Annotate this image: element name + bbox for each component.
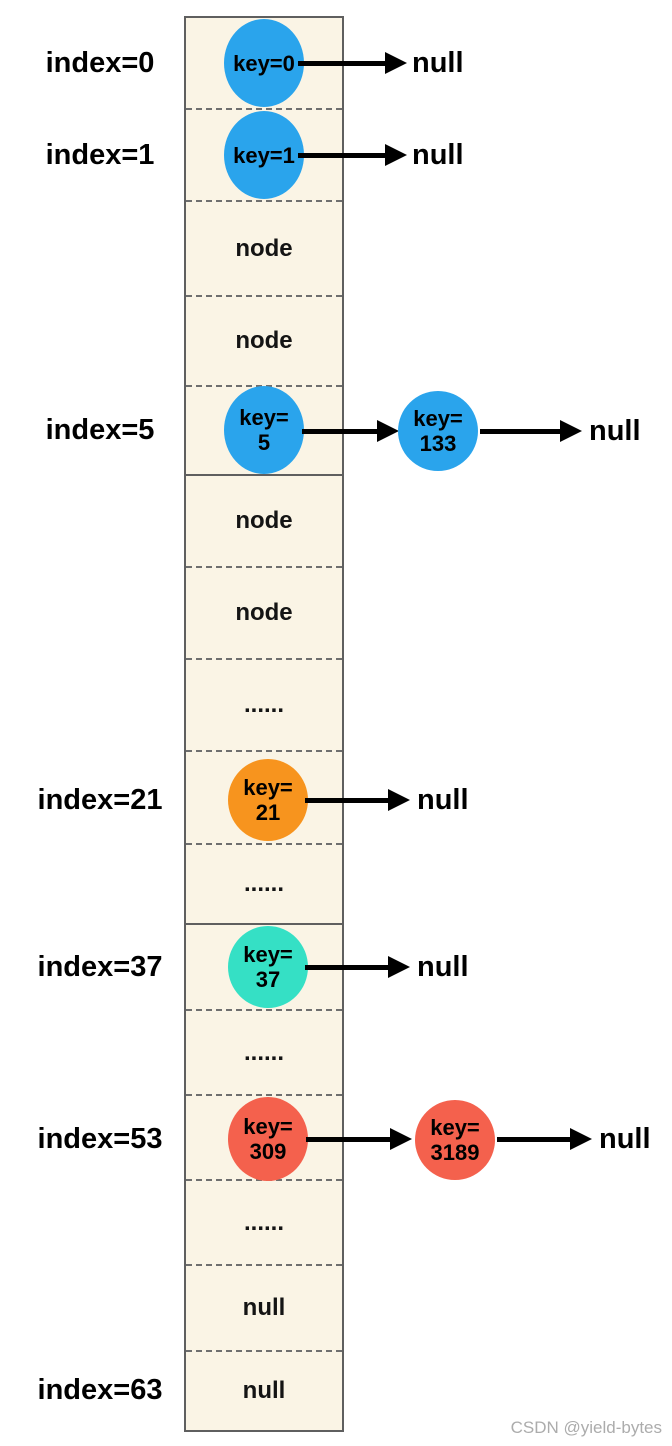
arrow-head-icon [570,1128,592,1150]
array-cell-bucket-0 [186,18,342,110]
node-key-value: 3189 [430,1140,480,1165]
array-cell-bucket-37 [186,925,342,1011]
node-circle-key0: key=0 [224,19,304,107]
node-key-text: key= [243,1114,293,1139]
node-key-text: key= [243,942,293,967]
node-key-value: 133 [419,431,457,456]
arrow-line [298,61,385,66]
node-circle-key5: key= 5 [224,386,304,474]
watermark: CSDN @yield-bytes [510,1418,662,1437]
array-cell-node: node [186,297,342,387]
arrow-head-icon [388,956,410,978]
arrow-line [480,429,561,434]
arrow-line [298,153,385,158]
node-circle-key3189: key= 3189 [415,1100,495,1180]
array-cell-node: node [186,568,342,660]
node-key-text: key= [239,405,289,430]
arrow-head-icon [377,420,399,442]
null-label: null [417,951,469,983]
array-cell-node: node [186,476,342,568]
index-label-5: index=5 [45,414,155,446]
arrow-head-icon [390,1128,412,1150]
array-cell-bucket-1 [186,110,342,202]
node-circle-key1: key=1 [224,111,304,199]
array-cell-bucket-5 [186,387,342,476]
index-label-63: index=63 [37,1374,163,1406]
arrow-head-icon [385,52,407,74]
array-cell-bucket-63: null [242,1377,286,1404]
null-label: null [412,139,464,171]
arrow-line [305,965,389,970]
arrow-line [302,429,378,434]
arrow-head-icon [385,144,407,166]
index-label-53: index=53 [37,1123,163,1155]
node-circle-key21: key= 21 [228,759,308,841]
array-cell-node: node [186,202,342,297]
node-key-value: 21 [255,800,281,825]
node-key-value: 309 [249,1139,287,1164]
node-key-text: key= [243,775,293,800]
index-label-1: index=1 [45,139,155,171]
node-circle-key37: key= 37 [228,926,308,1008]
array-cell-ellipsis: ...... [186,1181,342,1266]
node-key-text: key=1 [233,142,295,168]
array-cell-bucket-21 [186,752,342,845]
node-circle-key309: key= 309 [228,1097,308,1181]
index-label-0: index=0 [45,47,155,79]
null-label: null [599,1123,651,1155]
node-key-value: 37 [255,967,281,992]
arrow-line [305,798,389,803]
node-key-text: key=0 [233,50,295,76]
arrow-line [306,1137,391,1142]
array-cell-ellipsis: ...... [186,1011,342,1096]
null-label: null [417,784,469,816]
array-cell-ellipsis: ...... [186,845,342,925]
index-label-37: index=37 [37,951,163,983]
arrow-line [497,1137,571,1142]
node-key-value: 5 [257,430,271,455]
array-cell-null: null [186,1266,342,1352]
node-key-text: key= [430,1115,480,1140]
null-label: null [589,415,641,447]
null-label: null [412,47,464,79]
hash-array-column: node node node node ...... ...... ......… [184,16,344,1432]
array-cell-ellipsis: ...... [186,660,342,752]
arrow-head-icon [560,420,582,442]
index-label-21: index=21 [37,784,163,816]
node-key-text: key= [413,406,463,431]
node-circle-key133: key= 133 [398,391,478,471]
arrow-head-icon [388,789,410,811]
